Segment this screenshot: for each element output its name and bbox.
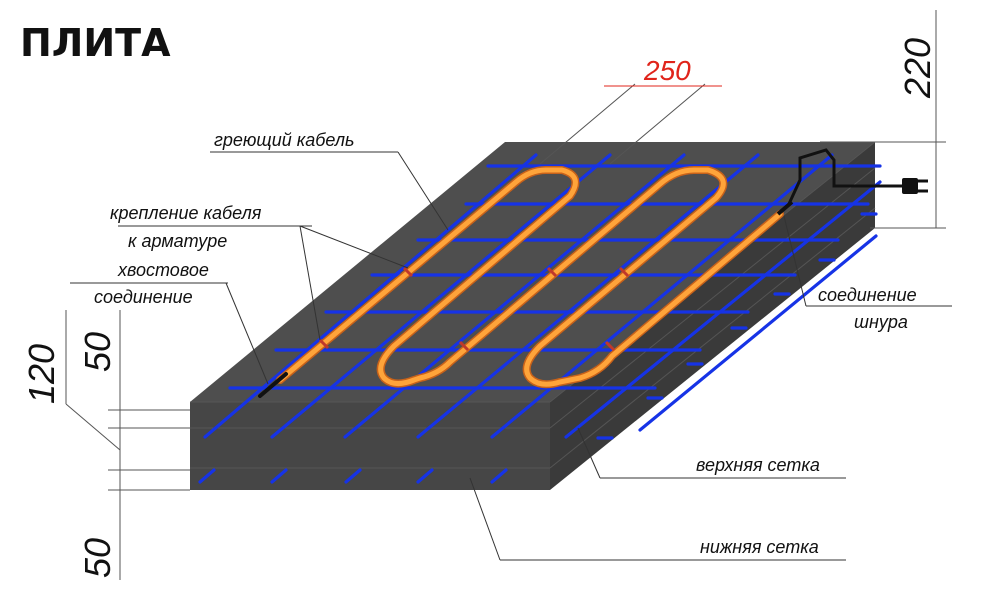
callout-upper-mesh: верхняя сетка [577, 427, 846, 479]
concrete-slab [190, 141, 876, 490]
label-tail-joint-2: соединение [94, 287, 193, 307]
dimension-left: 120 50 50 [21, 310, 190, 580]
rebar-d-4 [416, 153, 760, 439]
dimension-220: 220 [820, 10, 946, 229]
callout-cable-fixing: крепление кабеля к арматуре [110, 203, 409, 341]
label-cord-joint-1: соединение [818, 285, 917, 305]
label-lower-mesh: нижняя сетка [700, 537, 819, 557]
bottom-cover-value: 50 [77, 538, 118, 578]
dimension-250: 250 [539, 55, 722, 165]
upper-rebar-mesh [203, 153, 882, 439]
power-cord [776, 148, 928, 216]
total-depth-value: 120 [21, 344, 62, 404]
rebar-d-2 [270, 153, 612, 439]
top-cover-value: 50 [77, 332, 118, 372]
callout-heating-cable: греющий кабель [210, 130, 449, 231]
rebar-d-6 [564, 180, 882, 439]
label-upper-mesh: верхняя сетка [696, 455, 820, 475]
diagram-title: ПЛИТА [20, 21, 171, 65]
rebar-d-3 [343, 153, 686, 439]
callout-lower-mesh: нижняя сетка [469, 477, 846, 561]
lower-rebar-mesh [198, 212, 878, 484]
slab-thickness-value: 220 [897, 38, 938, 99]
label-cord-joint-2: шнура [854, 312, 908, 332]
rebar-d-1 [203, 153, 538, 439]
heating-cable [258, 166, 784, 398]
rebar-d-5 [490, 153, 834, 439]
label-cable-fixing-2: к арматуре [128, 231, 227, 251]
label-cable-fixing-1: крепление кабеля [110, 203, 262, 223]
tail-end [258, 372, 288, 398]
plug-icon [902, 178, 928, 194]
label-heating-cable: греющий кабель [214, 130, 354, 150]
callout-cord-joint: соединение шнура [783, 215, 952, 332]
label-tail-joint-1: хвостовое [117, 260, 209, 280]
callout-tail-joint: хвостовое соединение [70, 260, 269, 385]
cable-spacing-value: 250 [643, 55, 691, 86]
rebar-d-7 [638, 234, 878, 432]
